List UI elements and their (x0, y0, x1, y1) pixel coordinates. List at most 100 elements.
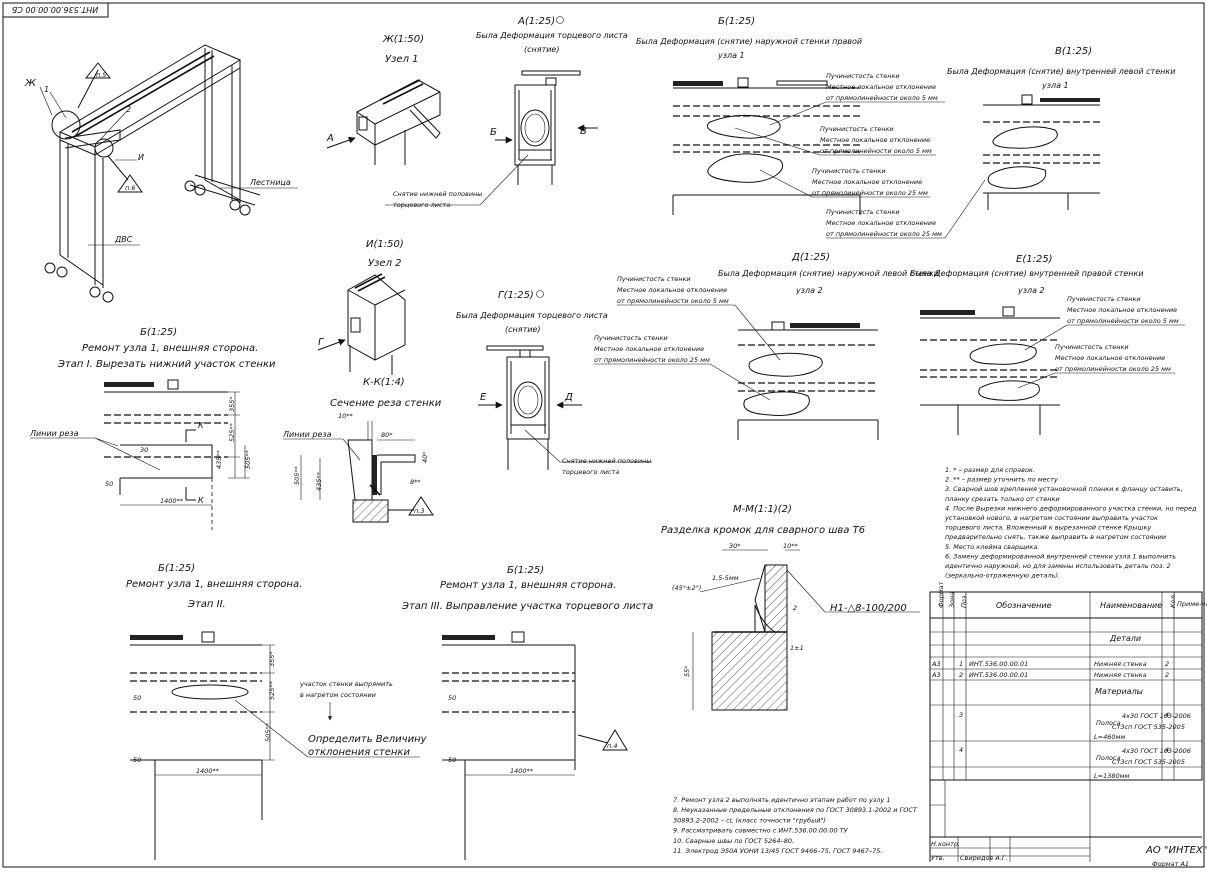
stage2-d3: 505** (264, 722, 272, 742)
spec-row1-qty: 2 (1165, 660, 1169, 668)
title-block: Н.контр. Утв. Свиридов А.Г. АО "ИНТЕХ" Ф… (929, 780, 1207, 868)
stage2-d4: 50 (133, 694, 141, 702)
stage1-title: Б(1:25) (140, 327, 177, 338)
stage1-d6: 1400** (160, 497, 184, 505)
section-kk-d4: 8** (410, 478, 421, 486)
callout-b3-l3: от прямолинейности около 25 мм (812, 189, 928, 197)
callout-b2-l3: от прямолинейности около 5 мм (820, 147, 932, 155)
titleblock-company: АО "ИНТЕХ" (1145, 845, 1207, 856)
section-mm-d1: 30* (729, 542, 741, 550)
stage2-d6: 1400** (196, 767, 220, 775)
stage2-note4: отклонения стенки (308, 747, 410, 758)
callout-e1-l3: от прямолинейности около 5 мм (1067, 317, 1179, 325)
section-kk-subtitle: Сечение реза стенки (330, 398, 442, 409)
section-mm: М-М(1:1)(2) Разделка кромок для сварного… (661, 504, 920, 711)
spec-row2-f: А3 (931, 671, 941, 679)
titleblock-r1: Н.контр. (931, 840, 960, 848)
view-e: Е(1:25) Была Деформация (снятие) внутрен… (910, 254, 1185, 435)
section-mm-subtitle: Разделка кромок для сварного шва Т6 (661, 525, 865, 536)
section-mm-d3: (45°±2°) (672, 584, 701, 592)
callout-e2-l3: от прямолинейности около 25 мм (1055, 365, 1171, 373)
titleblock-r3: Свиридов А.Г. (960, 854, 1008, 862)
stage1-line2: Этап I. Вырезать нижний участок стенки (57, 359, 276, 370)
stage2-d1: 355* (268, 651, 276, 667)
section-mm-weld: Н1-△8-100/200 (830, 603, 907, 614)
view-b-line2: узла 1 (717, 51, 745, 60)
stage1-line1: Ремонт узла 1, внешняя сторона. (82, 343, 258, 354)
spec-h-pos: Поз. (960, 594, 968, 608)
callout-b4-l2: Местное локальное отклонение (826, 219, 936, 227)
note-top-line-4: планку срезать только от стенки (945, 495, 1060, 503)
view-zh-subtitle: Узел 1 (385, 54, 419, 65)
stage1-k-top: К (198, 421, 204, 430)
view-i-title: И(1:50) (366, 239, 404, 250)
stage2-note1: участок стенки выпрямить (299, 680, 393, 688)
section-kk-d6: 435** (315, 471, 323, 491)
view-a: А(1:25) Была Деформация торцевого листа … (385, 16, 628, 209)
stage2-d2: 525** (268, 680, 276, 700)
spec-sec-materials: Материалы (1095, 687, 1143, 696)
spec-h-format: Формат (937, 581, 945, 608)
stage-3: Б(1:25) Ремонт узла 1, внешняя сторона. … (401, 565, 653, 860)
callout-e2-l1: Пучинистость стенки (1055, 343, 1129, 351)
view-v-title: В(1:25) (1055, 46, 1092, 57)
spec-table: Формат Зона Поз. Обозначение Наименовани… (929, 581, 1207, 781)
spec-h-name: Наименование (1100, 601, 1162, 610)
view-g-note1: Снятие нижней половины (562, 457, 651, 465)
callout-b1-l3: от прямолинейности около 5 мм (826, 94, 938, 102)
stage2-title: Б(1:25) (158, 563, 195, 574)
section-kk-d5: 505** (293, 465, 301, 485)
note-top-line-11: идентично наружной, но для замены исполь… (945, 562, 1171, 570)
callout-d2-l3: от прямолинейности около 25 мм (594, 356, 710, 364)
spec-row1-name: Нижняя стенка (1094, 660, 1147, 668)
section-kk-flag: п.3 (414, 507, 424, 515)
stage1-cut-label: Линии реза (29, 429, 79, 438)
view-zh: Ж(1:50) Узел 1 А (326, 34, 441, 165)
section-kk-title: К-К(1:4) (363, 377, 405, 388)
section-kk-cut: Линии реза (282, 430, 332, 439)
spec-row2-des: ИНТ.536.00.00.01 (969, 671, 1028, 679)
note-top-line-6: установкой нового, в нагретом состоянии … (944, 514, 1158, 522)
view-i-subtitle: Узел 2 (368, 258, 402, 269)
drawing-stamp: ИНТ.536.00.00.00 СБ (2, 2, 109, 18)
callout-d2-l2: Местное локальное отклонение (594, 345, 704, 353)
spec-mat2-qty: 4 (1165, 746, 1169, 754)
callout-d2-l1: Пучинистость стенки (594, 334, 668, 342)
view-a-line2: (снятие) (524, 45, 559, 54)
stage1-d2: 525** (228, 422, 236, 442)
note-top-line-3: 3. Сварной шов крепления установочной пл… (945, 485, 1183, 493)
section-mm-d5: 55* (683, 665, 691, 677)
callout-b4-l1: Пучинистость стенки (826, 208, 900, 216)
stage2-note2: в нагретом состоянии (300, 691, 376, 699)
frame-label-ladder: Лестница (249, 178, 291, 187)
spec-mat2-c: Ст3сп ГОСТ 535-2005 (1112, 758, 1185, 766)
note-top-line-5: 4. После Вырезки нижнего деформированног… (945, 504, 1197, 512)
view-g-left: Е (480, 392, 487, 403)
stage1-d4: 435** (215, 449, 223, 469)
view-a-note1: Снятие нижней половины (393, 190, 482, 198)
spec-mat2-d: L=1380мм (1094, 772, 1130, 780)
view-i: И(1:50) Узел 2 Г (317, 239, 406, 375)
callout-b3-l2: Местное локальное отклонение (812, 178, 922, 186)
note-bottom-line-2: 8. Неуказанные предельные отклонения по … (673, 806, 918, 814)
stage2-line1: Ремонт узла 1, внешняя сторона. (126, 579, 302, 590)
stage3-d1: 50 (448, 694, 456, 702)
spec-mat1-b: Полоса (1096, 719, 1121, 727)
frame-label-zh: Ж (24, 78, 37, 89)
flag-p5: п.5 (96, 71, 106, 79)
view-d-line1: Была Деформация (снятие) наружной левой … (718, 269, 939, 278)
titleblock-r2: Утв. (931, 854, 945, 862)
spec-row2-pos: 2 (959, 671, 963, 679)
callout-e1-l1: Пучинистость стенки (1067, 295, 1141, 303)
stage1-k-bottom: К (198, 496, 204, 505)
view-d-line2: узла 2 (795, 286, 823, 295)
detail-circle-zh (51, 110, 81, 140)
frame-isometric: Ж 1 2 И Лестница ДВС п.5 п.6 (24, 44, 298, 303)
spec-row2-name: Нижняя стенка (1094, 671, 1147, 679)
notes-top: 1. * – размер для справок.2. ** – размер… (944, 466, 1197, 580)
spec-row1-f: А3 (931, 660, 941, 668)
note-top-line-7: торцевого листа. Вложенный к вырезанной … (945, 524, 1151, 532)
spec-mat1-pos: 3 (959, 711, 963, 719)
